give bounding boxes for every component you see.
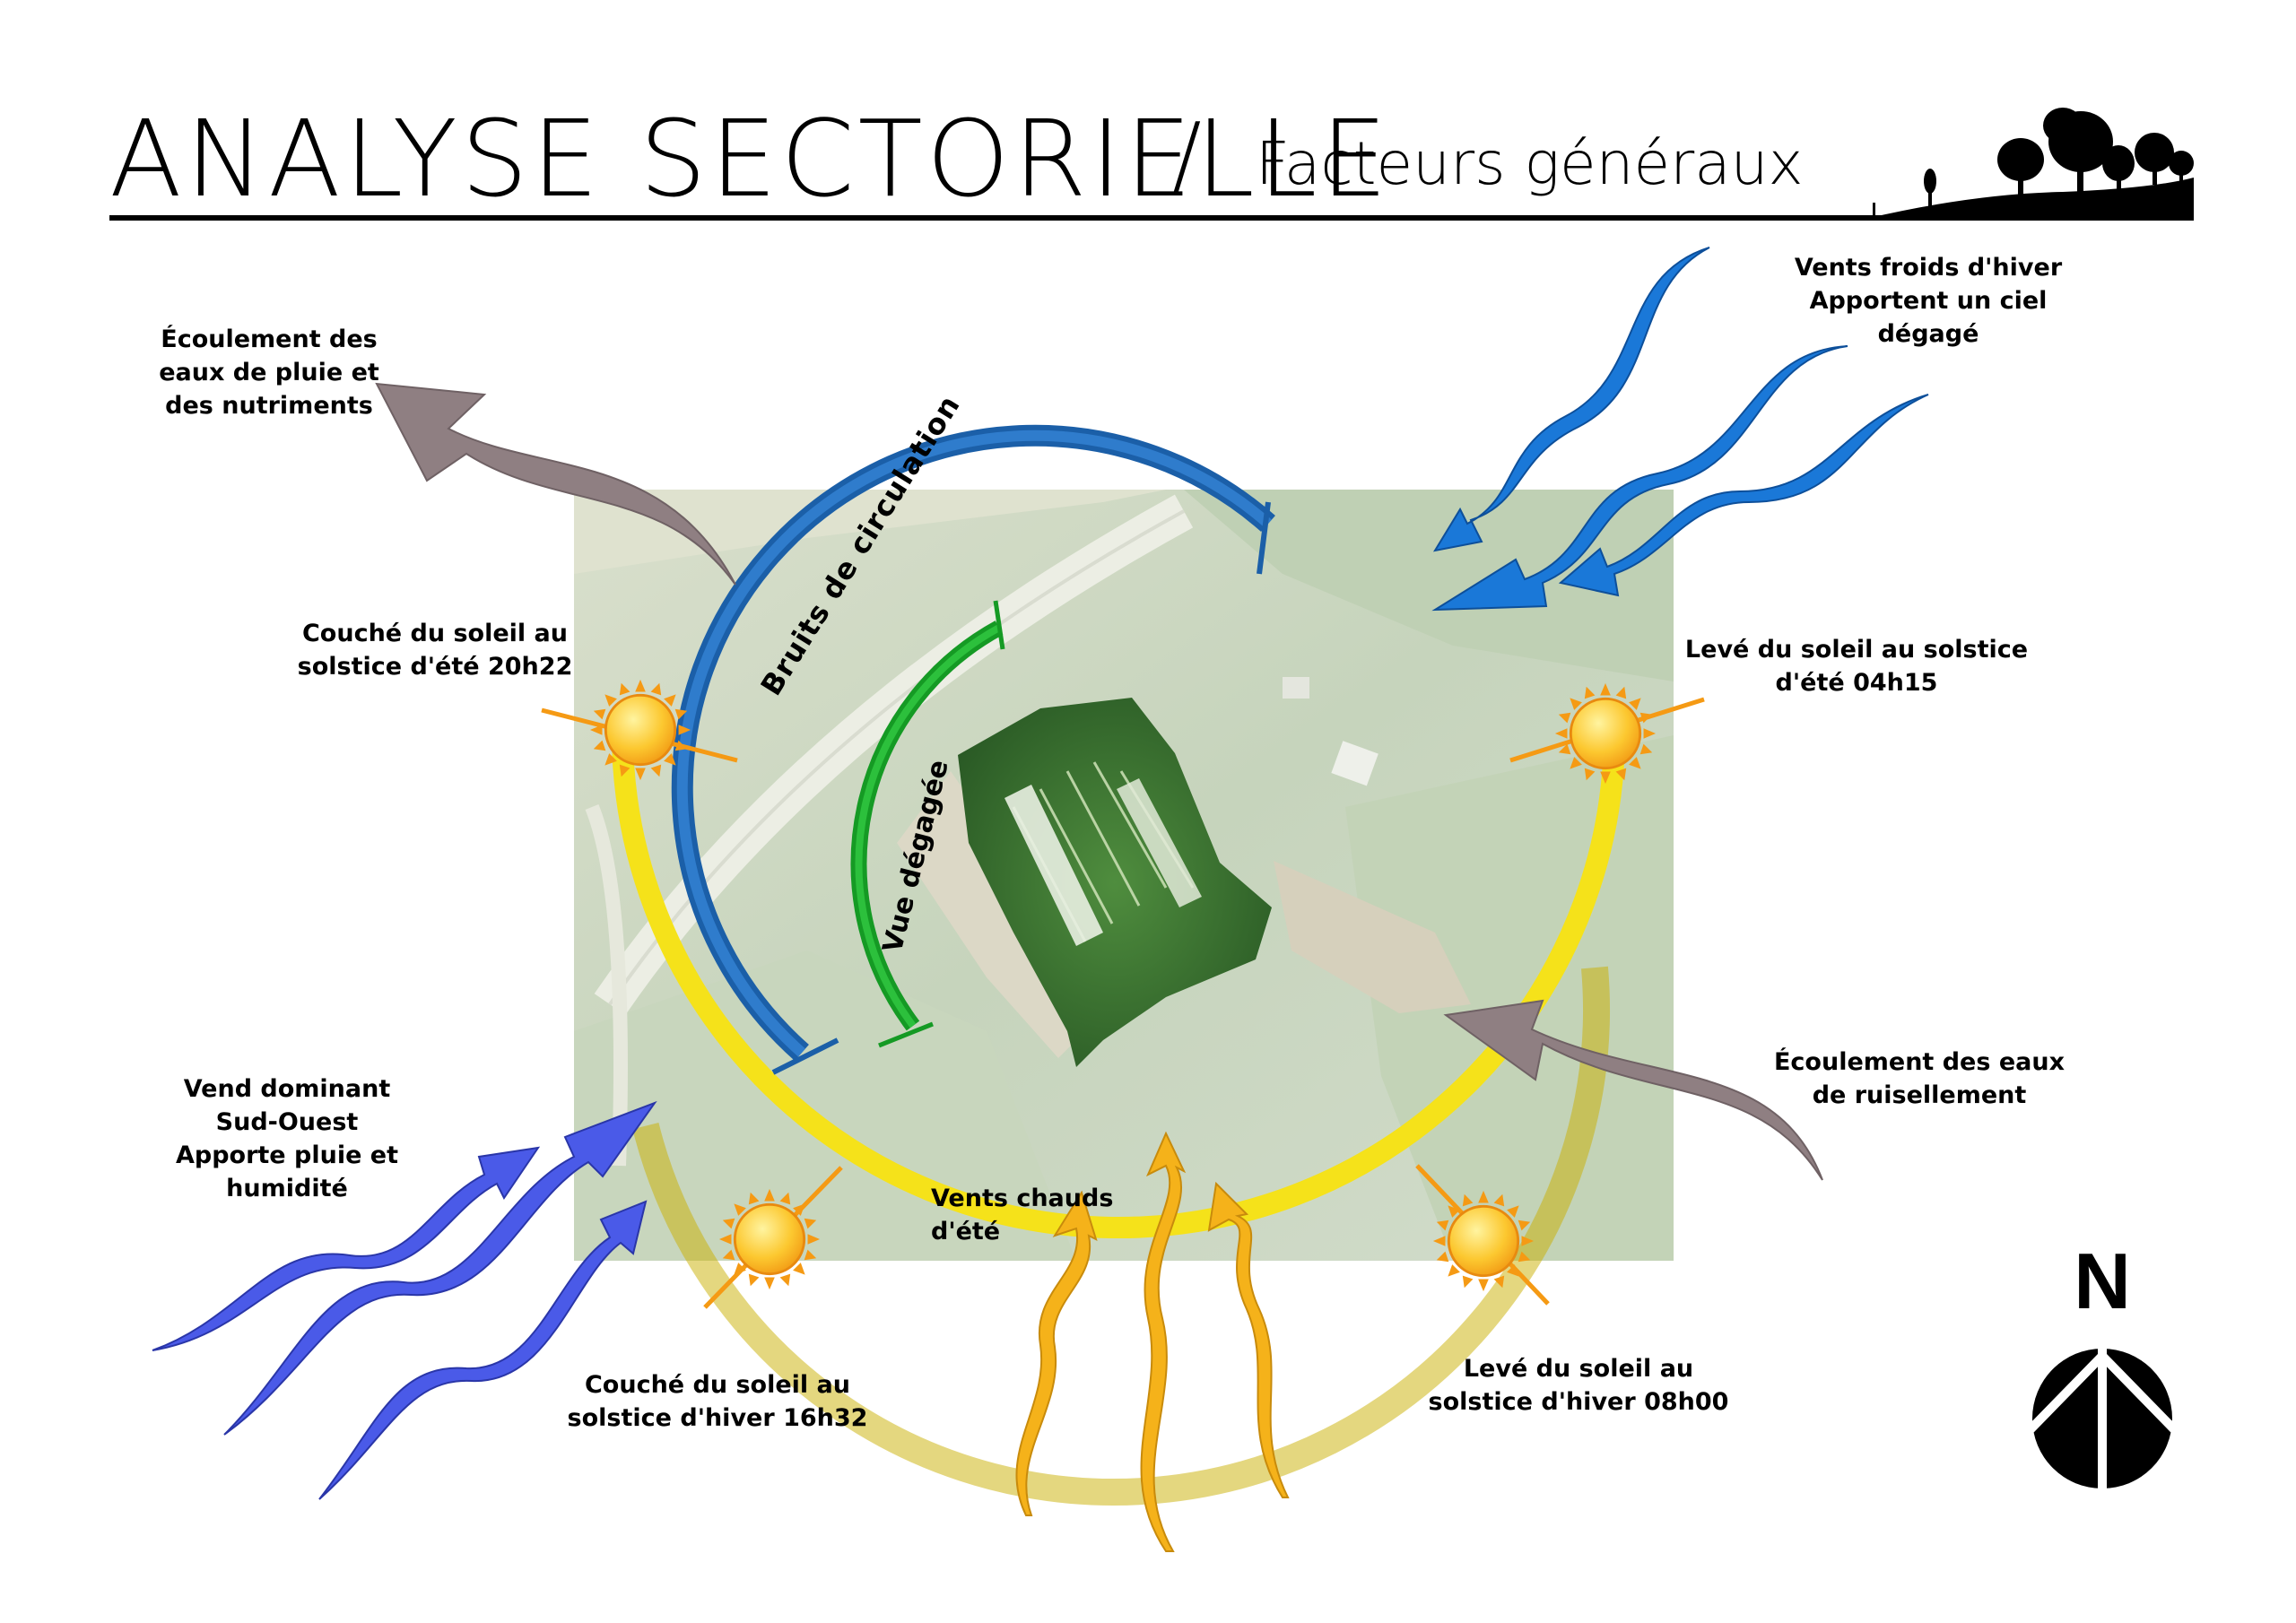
north-label: N: [2074, 1237, 2131, 1325]
label-ecoulement-ruissellement: Écoulement des eaux de ruisellement: [1773, 1048, 2066, 1109]
runoff-arrow-northwest: [375, 382, 736, 586]
label-leve-hiver: Levé du soleil au solstice d'hiver 08h00: [1428, 1355, 1729, 1416]
label-vents-froids: Vents froids d'hiver Apportent un ciel d…: [1794, 254, 2063, 348]
runoff-arrow-east: [1443, 999, 1823, 1181]
label-vent-dominant: Vend dominant Sud-Ouest Apporte pluie et…: [175, 1075, 399, 1202]
aerial-photo: [574, 490, 1674, 1261]
sun-winter-sunset: [703, 1166, 843, 1309]
noise-arc: [671, 424, 1275, 1075]
sun-icon: [588, 678, 692, 782]
page-subtitle: Facteurs généraux: [1256, 129, 1804, 198]
sun-summer-sunset: [541, 678, 738, 782]
sun-winter-sunrise: [1415, 1164, 1550, 1306]
label-leve-ete: Levé du soleil au solstice d'été 04h15: [1684, 636, 2029, 697]
page-title: ANALYSE SECTORIELLE: [109, 97, 1392, 221]
sun-icon: [1553, 681, 1657, 785]
sun-icon: [718, 1187, 822, 1291]
tree-silhouette-icon: [1866, 108, 2194, 219]
label-ecoulement-pluie: Écoulement des eaux de pluie et des nutr…: [159, 325, 379, 420]
label-vents-chauds: Vents chauds d'été: [931, 1185, 1114, 1245]
garden-plot: [958, 698, 1272, 1067]
label-couche-hiver: Couché du soleil au solstice d'hiver 16h…: [567, 1371, 868, 1432]
label-couche-ete: Couché du soleil au solstice d'été 20h22: [297, 620, 573, 681]
north-arrow-icon: [2027, 1349, 2178, 1488]
sun-path: [611, 724, 1625, 1239]
sun-icon: [1431, 1189, 1535, 1293]
title-separator: /: [1171, 103, 1202, 208]
sun-summer-sunrise: [1509, 681, 1705, 785]
view-arc: [850, 600, 1005, 1048]
warm-wind-arrows: [1015, 1131, 1290, 1552]
dominant-wind-arrows: [152, 1100, 657, 1500]
sun-path-shadow: [618, 514, 1610, 1506]
cold-wind-arrows: [1431, 247, 1929, 612]
title-rule: [109, 215, 2194, 221]
